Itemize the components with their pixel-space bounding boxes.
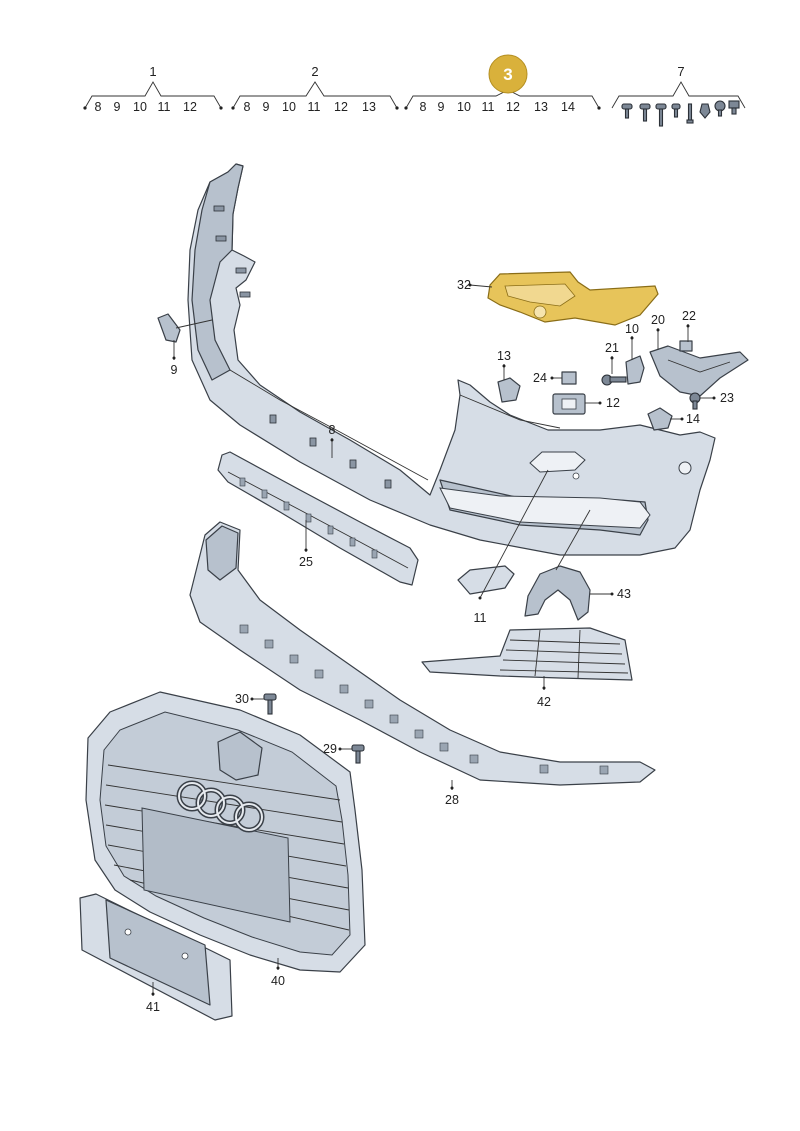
group-label-7[interactable]: 7: [677, 64, 684, 79]
guide-20-part: [649, 345, 749, 397]
carrier-28-part: [189, 521, 656, 786]
callout-label-41[interactable]: 41: [146, 1000, 160, 1014]
group3-item-14[interactable]: 14: [561, 100, 575, 114]
callout-8: 8: [329, 423, 336, 458]
callout-label-30[interactable]: 30: [235, 692, 249, 706]
group-label-2[interactable]: 2: [311, 64, 318, 79]
group2-item-9[interactable]: 9: [263, 100, 270, 114]
callout-13: 13: [497, 349, 511, 380]
callout-28: 28: [445, 780, 459, 807]
group2-item-10[interactable]: 10: [282, 100, 296, 114]
group2-item-12[interactable]: 12: [334, 100, 348, 114]
callout-10: 10: [625, 322, 639, 360]
bracket-43-part: [524, 565, 591, 621]
callout-label-13[interactable]: 13: [497, 349, 511, 363]
callout-24: 24: [533, 371, 562, 385]
callout-label-12[interactable]: 12: [606, 396, 620, 410]
callout-12: 12: [585, 396, 620, 410]
group1-item-12[interactable]: 12: [183, 100, 197, 114]
group3-item-8[interactable]: 8: [420, 100, 427, 114]
callout-20: 20: [651, 313, 665, 350]
group2-item-13[interactable]: 13: [362, 100, 376, 114]
callout-42: 42: [537, 676, 551, 709]
group1-item-8[interactable]: 8: [95, 100, 102, 114]
callout-label-24[interactable]: 24: [533, 371, 547, 385]
group-label-1[interactable]: 1: [149, 64, 156, 79]
group3-item-9[interactable]: 9: [438, 100, 445, 114]
bracket-10-part: [625, 355, 645, 385]
callout-label-21[interactable]: 21: [605, 341, 619, 355]
absorber-25-part: [217, 451, 419, 586]
callout-43: 43: [555, 509, 631, 601]
group3-item-11[interactable]: 11: [482, 100, 495, 114]
callout-14: 14: [670, 412, 700, 426]
group-label-3[interactable]: 3: [503, 65, 512, 84]
callout-32: 32: [457, 278, 493, 292]
washer-cap-11-part: [457, 565, 515, 595]
group3-item-12[interactable]: 12: [506, 100, 520, 114]
screw-29-part: [351, 744, 365, 764]
header-bracket-3: 3 8 9 10 11 12 13 14: [404, 54, 601, 114]
side-clip-part: [157, 313, 213, 343]
header-bracket-1: 1 8 9 10 11 12: [83, 64, 223, 114]
callout-label-32[interactable]: 32: [457, 278, 471, 292]
clip-22-part: [679, 340, 693, 352]
group1-item-10[interactable]: 10: [133, 100, 147, 114]
bracket-13-part: [497, 377, 521, 403]
callout-label-23[interactable]: 23: [720, 391, 734, 405]
callout-label-9[interactable]: 9: [171, 363, 178, 377]
highlighted-bracket-part: [487, 271, 659, 326]
clip-12-part: [552, 393, 586, 415]
screw-30-part: [263, 693, 277, 715]
callout-label-43[interactable]: 43: [617, 587, 631, 601]
bolt-21-part: [601, 374, 627, 386]
group2-item-8[interactable]: 8: [244, 100, 251, 114]
callout-22: 22: [682, 309, 696, 342]
callout-9: 9: [171, 340, 178, 377]
callout-label-28[interactable]: 28: [445, 793, 459, 807]
callout-25: 25: [299, 520, 313, 569]
callout-label-11[interactable]: 11: [474, 611, 487, 625]
group1-item-9[interactable]: 9: [114, 100, 121, 114]
callout-label-40[interactable]: 40: [271, 974, 285, 988]
callout-label-20[interactable]: 20: [651, 313, 665, 327]
plate-holder-41-part: [79, 893, 233, 1021]
radiator-grille-40-part: [85, 691, 366, 973]
callout-29: 29: [323, 742, 352, 756]
group3-item-13[interactable]: 13: [534, 100, 548, 114]
group3-item-10[interactable]: 10: [457, 100, 471, 114]
callout-23: 23: [700, 391, 734, 405]
grille-insert-42-part: [421, 627, 633, 681]
highlight-badge: [488, 54, 528, 94]
header-bracket-7: 7: [611, 64, 746, 127]
callout-11: 11: [474, 469, 549, 625]
bracket-14-part: [647, 407, 673, 431]
callout-label-25[interactable]: 25: [299, 555, 313, 569]
callout-40: 40: [271, 958, 285, 988]
header-bracket-2: 2 8 9 10 11 12 13: [231, 64, 399, 114]
group2-item-11[interactable]: 11: [308, 100, 321, 114]
bumper-cover: [187, 163, 716, 556]
callout-label-42[interactable]: 42: [537, 695, 551, 709]
group1-item-11[interactable]: 11: [158, 100, 171, 114]
fasteners-icon: [621, 100, 740, 127]
callout-label-29[interactable]: 29: [323, 742, 337, 756]
screw-23-part: [689, 392, 701, 410]
callout-label-10[interactable]: 10: [625, 322, 639, 336]
nut-24-part: [561, 371, 577, 385]
callout-label-22[interactable]: 22: [682, 309, 696, 323]
callout-label-8[interactable]: 8: [329, 423, 336, 437]
callout-30: 30: [235, 692, 264, 706]
callout-label-14[interactable]: 14: [686, 412, 700, 426]
callout-41: 41: [146, 982, 160, 1014]
callout-21: 21: [605, 341, 619, 374]
